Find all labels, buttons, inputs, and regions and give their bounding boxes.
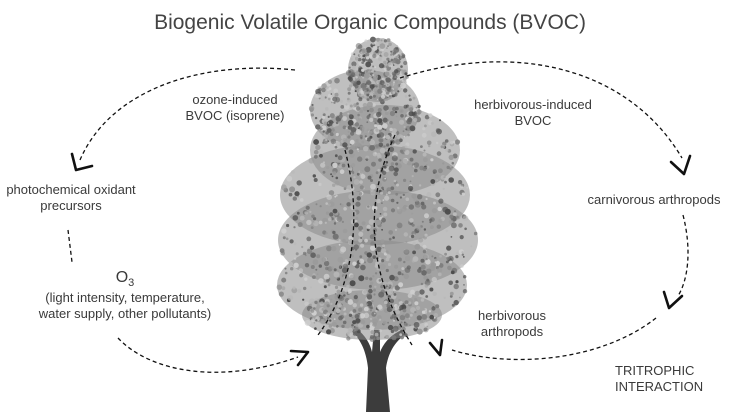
label-o3: O3 <box>70 268 180 291</box>
right-cycle-side-arc <box>678 215 688 296</box>
o3-subscript: 3 <box>128 277 134 289</box>
label-line: arthropods <box>452 324 572 340</box>
label-line: ozone-induced <box>150 92 320 108</box>
label-line: INTERACTION <box>615 379 730 395</box>
label-tritrophic-interaction: TRITROPHIC INTERACTION <box>615 363 730 396</box>
label-line: photochemical oxidant <box>0 182 142 198</box>
label-line: water supply, other pollutants) <box>0 306 250 322</box>
label-line: TRITROPHIC <box>615 363 730 379</box>
tree-trunk <box>350 328 406 412</box>
o3-symbol: O <box>116 269 128 286</box>
label-line: BVOC <box>448 113 618 129</box>
label-line: herbivorous-induced <box>448 97 618 113</box>
label-herbivorous-induced-bvoc: herbivorous-induced BVOC <box>448 97 618 130</box>
label-photochemical-oxidant-precursors: photochemical oxidant precursors <box>0 182 142 215</box>
label-o3-factors: (light intensity, temperature, water sup… <box>0 290 250 323</box>
label-herbivorous-arthropods: herbivorous arthropods <box>452 308 572 341</box>
label-line: BVOC (isoprene) <box>150 108 320 124</box>
left-cycle-side-line <box>68 230 72 262</box>
label-line: (light intensity, temperature, <box>0 290 250 306</box>
left-cycle-lower-arc <box>118 338 298 372</box>
label-line: herbivorous <box>452 308 572 324</box>
diagram-title: Biogenic Volatile Organic Compounds (BVO… <box>0 10 740 36</box>
label-ozone-induced-bvoc: ozone-induced BVOC (isoprene) <box>150 92 320 125</box>
label-line: precursors <box>0 198 142 214</box>
arrowhead-icon <box>430 340 442 355</box>
label-carnivorous-arthropods: carnivorous arthropods <box>568 192 740 208</box>
arrowhead-icon <box>72 154 92 170</box>
arrowhead-icon <box>671 156 690 174</box>
